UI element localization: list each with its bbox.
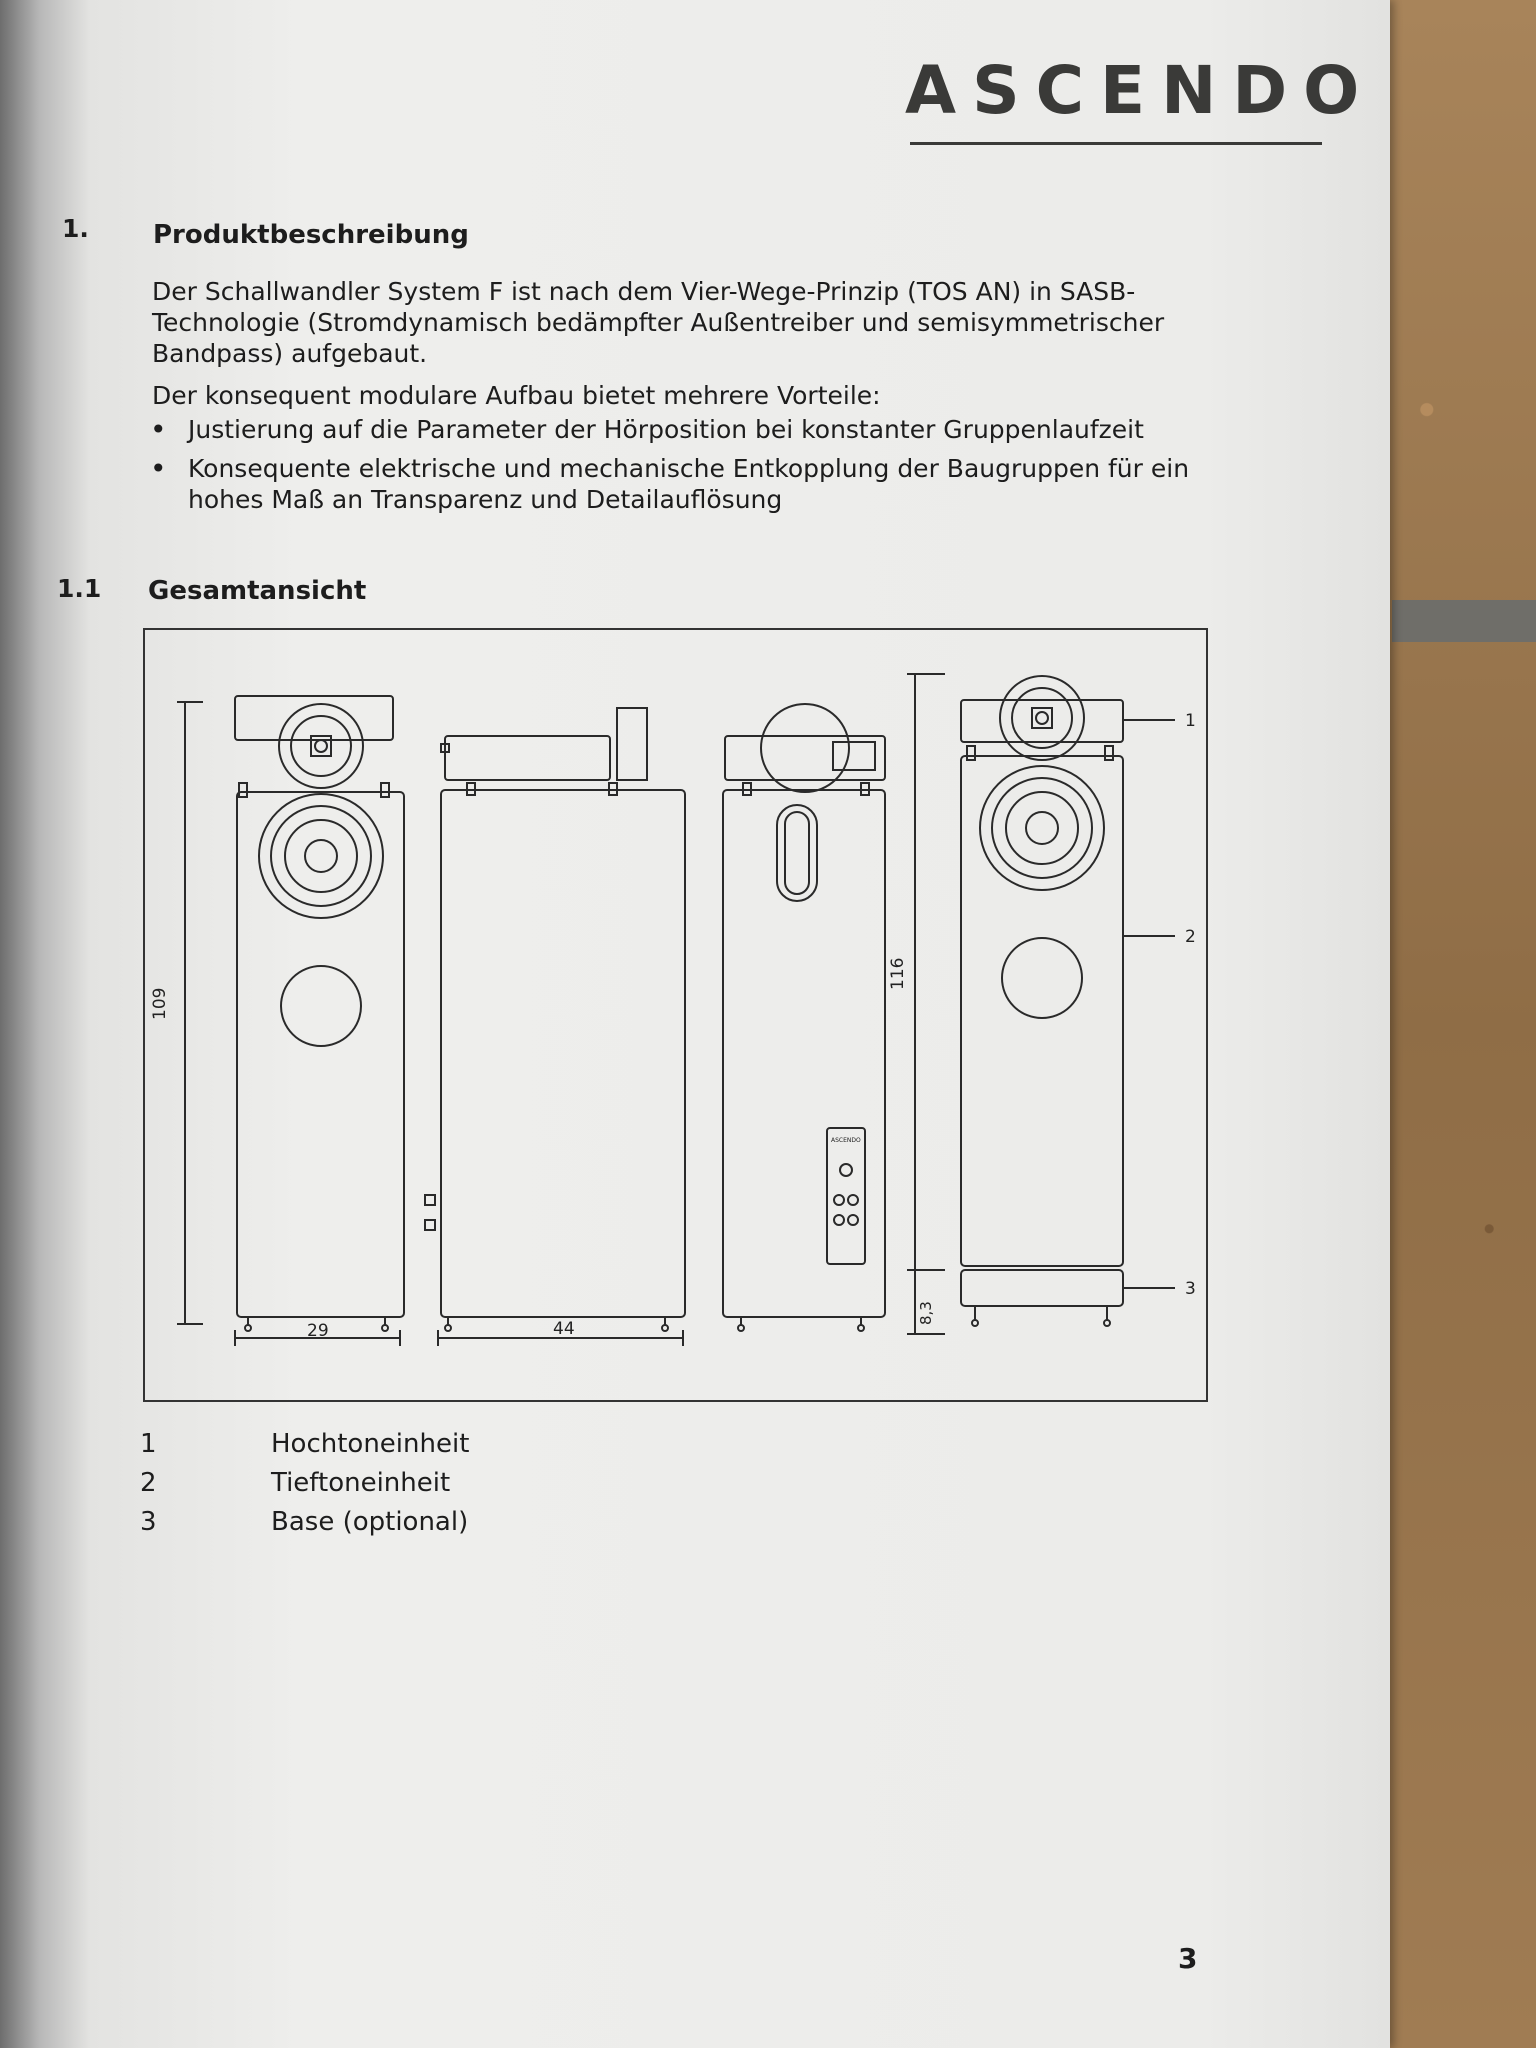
section-number: 1.: [62, 214, 89, 243]
list-item: Konsequente elektrische und mechanische …: [150, 453, 1210, 515]
legend-number: 1: [140, 1428, 157, 1459]
legend-item: 2 Tieftoneinheit: [140, 1463, 469, 1502]
overview-drawing: 109 29 44: [143, 628, 1208, 1402]
side-view: [424, 707, 686, 1332]
advantages-intro: Der konsequent modulare Aufbau bietet me…: [152, 381, 881, 410]
callout-2: 2: [1185, 927, 1196, 947]
height-dimension-front: [177, 701, 203, 1325]
dim-label-29: 29: [307, 1321, 329, 1341]
dim-label-44: 44: [553, 1319, 575, 1339]
legend-number: 2: [140, 1467, 157, 1498]
list-item: Justierung auf die Parameter der Hörposi…: [150, 414, 1210, 445]
logo-underline: [910, 142, 1322, 145]
legend-number: 3: [140, 1506, 157, 1537]
brand-logo: ASCENDO: [905, 52, 1376, 129]
advantages-list: Justierung auf die Parameter der Hörposi…: [150, 414, 1210, 523]
legend-label: Hochtoneinheit: [271, 1428, 470, 1459]
floor-texture: [1380, 0, 1536, 2048]
legend-label: Tieftoneinheit: [271, 1467, 451, 1498]
subsection-number: 1.1: [57, 574, 102, 603]
callout-3: 3: [1185, 1279, 1196, 1299]
panel-brand-label: ASCENDO: [831, 1137, 861, 1144]
callout-1: 1: [1185, 711, 1196, 731]
front-view-with-base: [960, 675, 1124, 1327]
intro-paragraph: Der Schallwandler System F ist nach dem …: [152, 277, 1165, 368]
dim-label-109: 109: [150, 988, 170, 1020]
legend-item: 1 Hochtoneinheit: [140, 1424, 469, 1463]
legend-item: 3 Base (optional): [140, 1502, 469, 1541]
floor-tile-joint: [1392, 600, 1536, 642]
page-number: 3: [1178, 1942, 1198, 1975]
rear-view: [722, 703, 886, 1332]
section-title: Produktbeschreibung: [153, 220, 469, 250]
legend-label: Base (optional): [271, 1506, 469, 1537]
figure-legend: 1 Hochtoneinheit 2 Tieftoneinheit 3 Base…: [140, 1424, 469, 1541]
dim-label-116: 116: [888, 958, 908, 990]
dim-label-8-3: 8,3: [917, 1301, 935, 1325]
front-view: [234, 695, 405, 1332]
manual-page: ASCENDO 1. Produktbeschreibung Der Schal…: [0, 0, 1390, 2048]
subsection-title: Gesamtansicht: [148, 576, 367, 606]
